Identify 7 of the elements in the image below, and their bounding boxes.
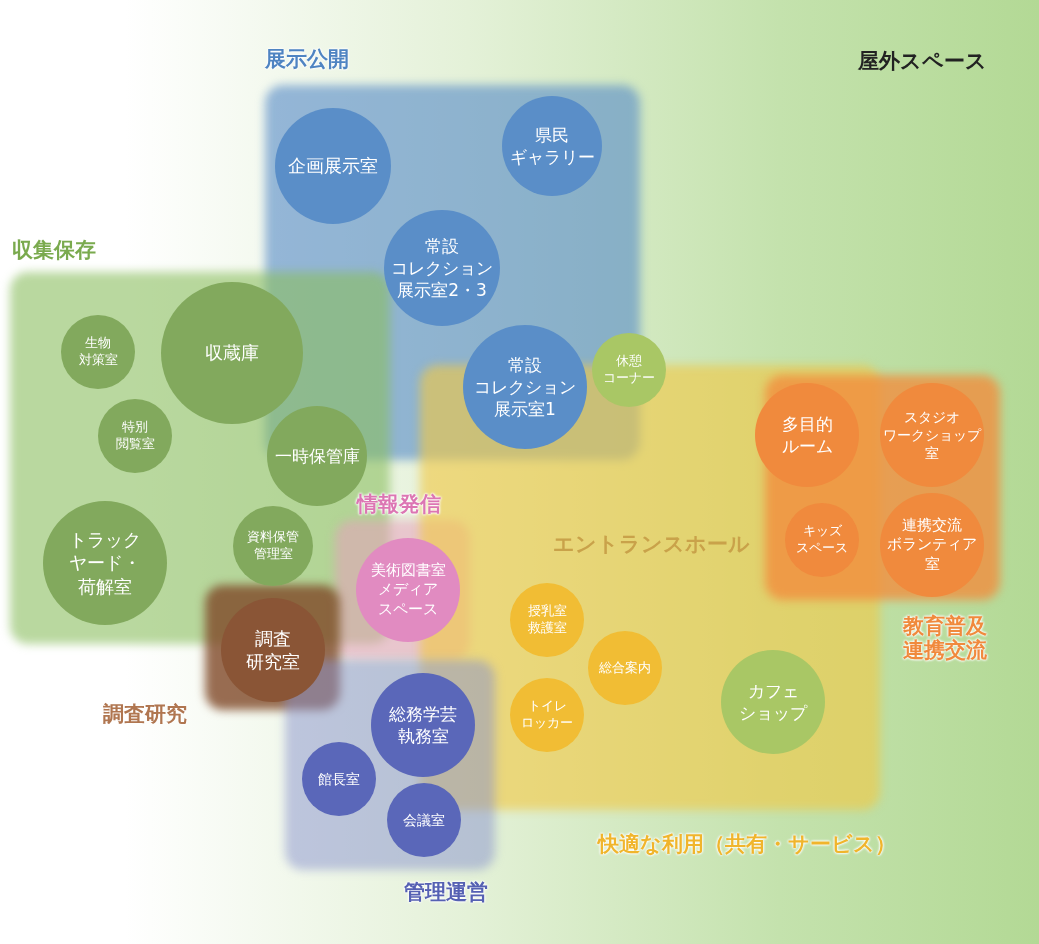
zone-label: 管理運営: [404, 880, 488, 905]
zone-label: 展示公開: [265, 47, 349, 72]
zone-label: 調査研究: [103, 702, 187, 727]
area-label: 屋外スペース: [858, 48, 987, 75]
zone-label: 快適な利用（共有・サービス）: [598, 832, 896, 857]
zone-label: 教育普及連携交流: [903, 614, 987, 663]
zone-label: 収集保存: [12, 238, 96, 263]
